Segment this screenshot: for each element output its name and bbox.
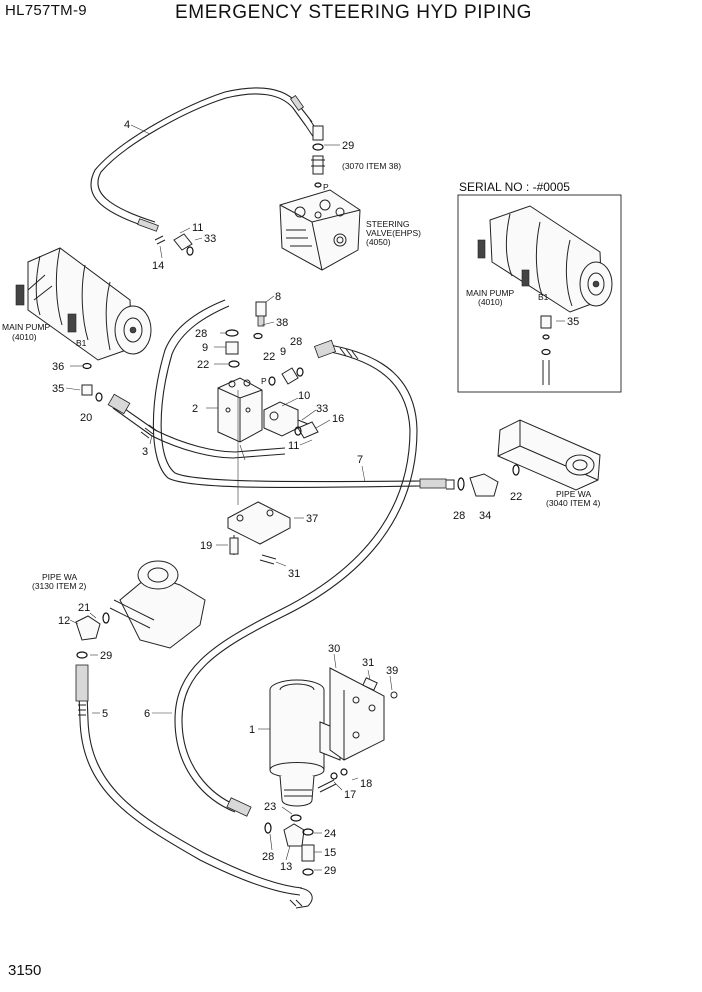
callout-23: 23 — [264, 801, 276, 813]
callout-36: 36 — [52, 361, 64, 373]
label-pipe-wa-right: PIPE WA — [556, 489, 591, 499]
fittings-pump-outlet — [264, 814, 315, 876]
callout-9-left: 9 — [202, 342, 208, 354]
pipe-wa-left — [75, 560, 206, 659]
callout-24: 24 — [324, 828, 336, 840]
callout-33-top: 33 — [204, 233, 216, 245]
main-pump-left — [15, 247, 152, 402]
callout-6: 6 — [144, 708, 150, 720]
callout-15: 15 — [324, 847, 336, 859]
callout-2: 2 — [192, 403, 198, 415]
diagram-title: EMERGENCY STEERING HYD PIPING — [175, 2, 532, 23]
bracket-30 — [317, 667, 398, 793]
callout-1: 1 — [249, 724, 255, 736]
label-pipe-wa-left-ref: (3130 ITEM 2) — [32, 581, 86, 591]
serial-label: SERIAL NO : -#0005 — [459, 180, 570, 194]
inset-port-b1: B1 — [538, 292, 549, 302]
callout-17: 17 — [344, 789, 356, 801]
callout-30: 30 — [328, 643, 340, 655]
callout-33-mid: 33 — [316, 403, 328, 415]
label-main-pump: MAIN PUMP — [2, 322, 51, 332]
valve-block-2 — [217, 377, 263, 443]
fittings-block-area — [154, 233, 319, 439]
callout-39: 39 — [386, 665, 398, 677]
label-main-pump-ref: (4010) — [12, 332, 37, 342]
callout-20: 20 — [80, 412, 92, 424]
callout-34: 34 — [479, 510, 491, 522]
hose-6 — [174, 339, 418, 817]
serial-inset: SERIAL NO : -#0005 MAIN PUMP (4010) B1 3… — [457, 180, 622, 393]
model-number: HL757TM-9 — [5, 2, 87, 19]
hose-4 — [90, 87, 324, 232]
pipe-wa-right — [457, 419, 601, 497]
callout-9-right: 9 — [280, 346, 286, 358]
callout-31-bracket: 31 — [288, 568, 300, 580]
callout-leaders — [65, 124, 393, 871]
hose-7 — [152, 299, 455, 490]
callout-29-left: 29 — [100, 650, 112, 662]
callout-11-top: 11 — [192, 222, 203, 234]
callout-28-right: 28 — [290, 336, 302, 348]
label-steering: STEERING — [366, 219, 409, 229]
callout-22-left: 22 — [197, 359, 209, 371]
callout-35: 35 — [52, 383, 64, 395]
callout-31-pump: 31 — [362, 657, 374, 669]
callout-7: 7 — [357, 454, 363, 466]
callout-28-bottom: 28 — [262, 851, 274, 863]
inset-main-pump-ref: (4010) — [478, 297, 503, 307]
callout-numbers: 4 29 11 33 14 8 28 38 9 22 22 9 28 36 35… — [52, 119, 522, 877]
label-port-p-top: P — [323, 182, 329, 192]
fitting-29-top — [311, 143, 325, 188]
hose-3 — [107, 393, 286, 459]
callout-14: 14 — [152, 260, 164, 272]
callout-22-pipe: 22 — [510, 491, 522, 503]
component-labels: MAIN PUMP (4010) B1 STEERING VALVE(EHPS)… — [2, 161, 600, 591]
callout-38: 38 — [276, 317, 288, 329]
callout-10: 10 — [298, 390, 310, 402]
callout-12: 12 — [58, 615, 70, 627]
callout-8: 8 — [275, 291, 281, 303]
callout-11-mid: 11 — [288, 440, 299, 452]
label-valve-ehps: VALVE(EHPS) — [366, 228, 421, 238]
callout-28-block: 28 — [195, 328, 207, 340]
steering-valve-ehps — [279, 189, 361, 271]
label-pipe-wa-left: PIPE WA — [42, 572, 77, 582]
label-port-p-block: P — [261, 376, 267, 386]
bracket-37 — [227, 390, 291, 565]
inset-main-pump-label: MAIN PUMP — [466, 288, 515, 298]
callout-21: 21 — [78, 602, 90, 614]
callout-22-right: 22 — [263, 351, 275, 363]
callout-13: 13 — [280, 861, 292, 873]
callout-29-bottom: 29 — [324, 865, 336, 877]
label-item-38-ref: (3070 ITEM 38) — [342, 161, 401, 171]
callout-5: 5 — [102, 708, 108, 720]
page-number: 3150 — [8, 962, 42, 979]
callout-16: 16 — [332, 413, 344, 425]
label-port-b1: B1 — [76, 338, 87, 348]
callout-19: 19 — [200, 540, 212, 552]
callout-3: 3 — [142, 446, 148, 458]
callout-29-top: 29 — [342, 140, 354, 152]
callout-37: 37 — [306, 513, 318, 525]
callout-28-pipe: 28 — [453, 510, 465, 522]
callout-4: 4 — [124, 119, 130, 131]
hose-5 — [75, 664, 313, 909]
inset-callout-35: 35 — [567, 316, 579, 328]
label-valve-ref: (4050) — [366, 237, 391, 247]
callout-18: 18 — [360, 778, 372, 790]
label-pipe-wa-right-ref: (3040 ITEM 4) — [546, 498, 600, 508]
